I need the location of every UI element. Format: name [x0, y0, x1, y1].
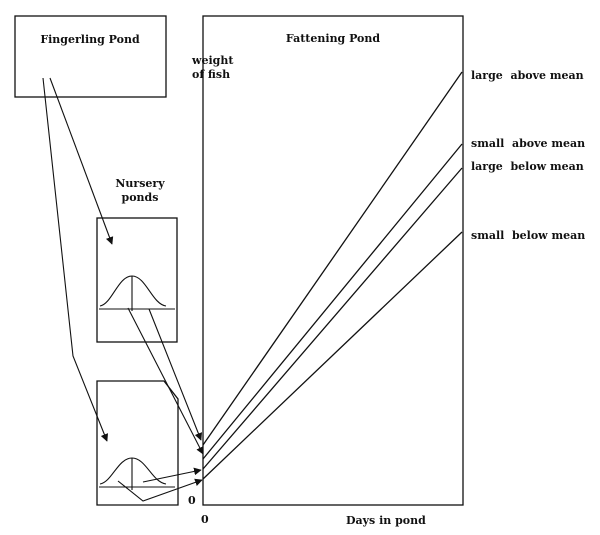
- arrow-nursery-upper-right-to-origin: [148, 308, 203, 441]
- nursery-label-line2: ponds: [122, 191, 159, 204]
- arrow-nursery-lower-right-to-origin: [142, 467, 202, 483]
- label-large-below-mean: large below mean: [471, 160, 584, 173]
- nursery-label-line1: Nursery: [115, 177, 165, 190]
- x-origin-label: 0: [201, 513, 209, 526]
- fattening-pond-box: [202, 15, 464, 506]
- nursery-pond-upper: [96, 217, 178, 343]
- arrow-fingerling-to-nursery-upper: [49, 77, 114, 245]
- x-axis-label: Days in pond: [346, 514, 426, 527]
- y-origin-label: 0: [188, 494, 196, 507]
- label-large-above-mean: large above mean: [471, 69, 584, 82]
- label-small-above-mean: small above mean: [471, 137, 585, 150]
- label-small-below-mean: small below mean: [471, 229, 585, 242]
- growth-line-small-above-mean: [202, 143, 463, 460]
- growth-line-large-above-mean: [202, 71, 463, 446]
- arrow-fingerling-to-nursery-lower: [42, 77, 109, 442]
- growth-line-large-below-mean: [202, 167, 463, 470]
- fattening-pond-label: Fattening Pond: [286, 32, 381, 45]
- arrow-nursery-upper-left-to-origin: [127, 307, 204, 455]
- y-axis-label-line2: of fish: [192, 68, 230, 81]
- fingerling-pond-label: Fingerling Pond: [40, 33, 140, 46]
- arrow-nursery-lower-left-to-origin: [117, 478, 203, 502]
- nursery-pond-lower: [96, 380, 179, 506]
- fingerling-pond-box: [14, 15, 167, 98]
- growth-line-small-below-mean: [202, 231, 463, 480]
- y-axis-label-line1: weight: [191, 54, 234, 67]
